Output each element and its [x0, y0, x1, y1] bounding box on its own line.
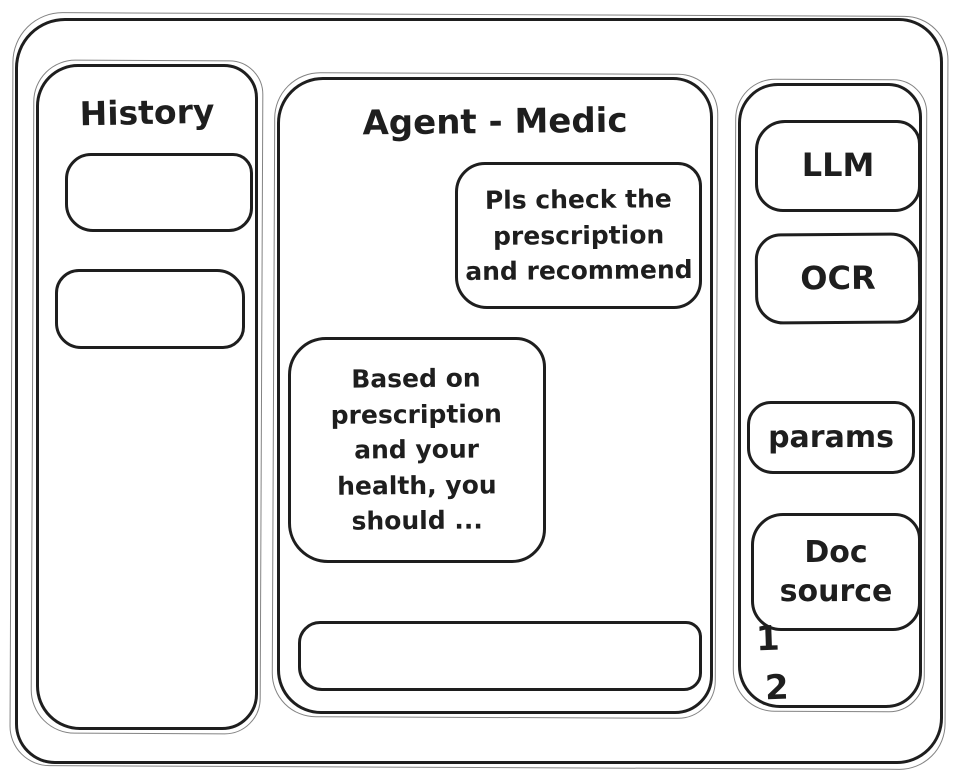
agent-message-bubble: Based on prescription and your health, y… — [288, 337, 546, 563]
agent-message-text: Based on prescription and your health, y… — [330, 363, 503, 536]
tool-params-button[interactable]: params — [747, 401, 915, 474]
tool-doc-source-button[interactable]: Doc source — [751, 513, 921, 631]
history-item[interactable] — [55, 269, 245, 349]
tools-panel: LLM OCR params Doc source 1 2 — [738, 83, 922, 708]
history-title: History — [79, 91, 215, 134]
user-message-text: Pls check the prescription and recommend — [465, 184, 693, 287]
chat-title: Agent - Medic — [362, 100, 628, 144]
annotation-2: 2 — [764, 667, 790, 709]
history-item[interactable] — [65, 153, 253, 232]
tool-ocr-button[interactable]: OCR — [754, 232, 922, 325]
tool-llm-button[interactable]: LLM — [755, 120, 921, 212]
message-input[interactable] — [298, 621, 702, 691]
annotation-1: 1 — [755, 618, 781, 660]
user-message-bubble: Pls check the prescription and recommend — [455, 162, 702, 309]
chat-panel: Agent - Medic Pls check the prescription… — [277, 77, 713, 714]
history-panel: History — [36, 64, 258, 730]
